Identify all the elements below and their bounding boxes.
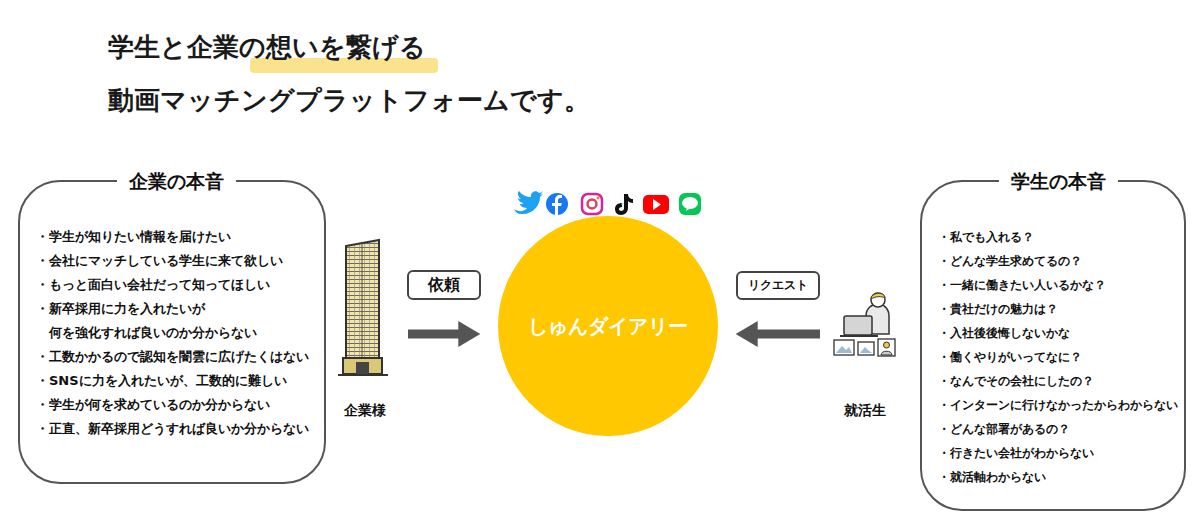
youtube-icon — [643, 195, 669, 214]
actor-label: 企業様 — [344, 402, 386, 420]
arrow-head — [736, 321, 758, 347]
list-item: ・なんでその会社にしたの？ — [938, 369, 1178, 393]
actor-label: 就活生 — [844, 402, 886, 420]
list-item: ・一緒に働きたい人いるかな？ — [938, 273, 1178, 297]
job-seeker-illustration — [834, 340, 854, 355]
page-title: 学生と企業の想いを繋げる 動画マッチングプラットフォームです。 — [108, 21, 648, 127]
list-item: ・工数かかるので認知を闇雲に広げたくはない — [36, 345, 316, 369]
list-item: ・学生が知りたい情報を届けたい — [36, 225, 316, 249]
office-building-illustration — [338, 374, 388, 376]
tiktok-icon — [622, 203, 623, 205]
list-item: ・インターンに行けなかったからわからない — [938, 393, 1178, 417]
job-seeker-illustration — [871, 293, 885, 299]
panel-heading: 企業の本音 — [117, 168, 236, 194]
office-building-illustration — [346, 240, 379, 372]
instagram-icon — [582, 194, 602, 214]
list-item: ・就活軸わからない — [938, 465, 1178, 489]
line-icon — [679, 193, 701, 215]
instagram-icon — [588, 200, 597, 209]
platform-name: しゅんダイアリー — [528, 313, 688, 340]
arrow-head — [458, 321, 480, 347]
list-item: ・どんな学生求めてるの？ — [938, 249, 1178, 273]
office-building-illustration — [362, 243, 363, 372]
flow-arrow — [408, 321, 480, 347]
youtube-icon — [653, 199, 661, 210]
arrow-label: 依頼 — [407, 270, 481, 300]
twitter-icon — [514, 191, 543, 214]
arrow-shaft — [757, 330, 820, 339]
list-item: ・私でも入れる？ — [938, 225, 1178, 249]
list-item: ・SNSに力を入れたいが、工数的に難しい — [36, 369, 316, 393]
office-building-illustration — [356, 362, 369, 374]
line-icon — [686, 207, 691, 211]
platform-circle: しゅんダイアリー — [498, 216, 718, 436]
list-item: ・どんな部署があるの？ — [938, 417, 1178, 441]
job-seeker-illustration — [840, 335, 878, 337]
job-seeker-illustration — [878, 339, 895, 356]
item-list: ・学生が知りたい情報を届けたい・会社にマッチしている学生に来て欲しい・もっと面白… — [36, 225, 316, 441]
facebook-icon — [546, 193, 568, 215]
voice-panel: 学生の本音・私でも入れる？・どんな学生求めてるの？・一緒に働きたい人いるかな？・… — [920, 180, 1186, 511]
office-building-illustration — [338, 240, 388, 375]
job-seeker-illustration — [836, 346, 852, 353]
job-seeker-illustration — [858, 342, 874, 355]
list-item: ・行きたい会社がわからない — [938, 441, 1178, 465]
actor-icon: 就活生 — [826, 236, 904, 424]
facebook-icon — [546, 193, 568, 215]
instagram-icon — [597, 197, 600, 200]
job-seeker-illustration — [881, 351, 892, 355]
list-item: ・新卒採用に力を入れたいが 何を強化すれば良いのか分からない — [36, 297, 316, 345]
panel-heading: 学生の本音 — [999, 168, 1118, 194]
flow-arrow — [736, 321, 820, 347]
instagram-icon — [582, 194, 602, 214]
arrow-label: リクエスト — [736, 271, 820, 300]
job-seeker-illustration — [860, 347, 872, 353]
list-item: ・貴社だけの魅力は？ — [938, 297, 1178, 321]
list-item: ・働くやりがいってなに？ — [938, 345, 1178, 369]
list-item: ・入社後後悔しないかな — [938, 321, 1178, 345]
job-seeker-illustration — [871, 293, 885, 307]
youtube-icon — [643, 195, 669, 214]
facebook-icon — [552, 195, 562, 215]
arrow-shaft — [408, 330, 459, 339]
list-item: ・学生が何を求めているのか分からない — [36, 393, 316, 417]
twitter-icon — [514, 191, 543, 214]
list-item: ・正直、新卒採用どうすれば良いか分からない — [36, 417, 316, 441]
job-seeker-illustration — [834, 293, 895, 356]
line-icon — [682, 197, 698, 209]
tiktok-icon — [615, 194, 633, 215]
list-item: ・会社にマッチしている学生に来て欲しい — [36, 249, 316, 273]
office-building-illustration — [343, 358, 382, 374]
voice-panel: 企業の本音・学生が知りたい情報を届けたい・会社にマッチしている学生に来て欲しい・… — [18, 180, 326, 484]
list-item: ・もっと面白い会社だって知ってほしい — [36, 273, 316, 297]
item-list: ・私でも入れる？・どんな学生求めてるの？・一緒に働きたい人いるかな？・貴社だけの… — [938, 225, 1178, 489]
job-seeker-illustration — [884, 342, 890, 348]
job-seeker-illustration — [844, 316, 872, 335]
actor-icon: 企業様 — [328, 236, 402, 424]
line-icon — [679, 193, 701, 215]
tiktok-icon — [615, 194, 633, 215]
